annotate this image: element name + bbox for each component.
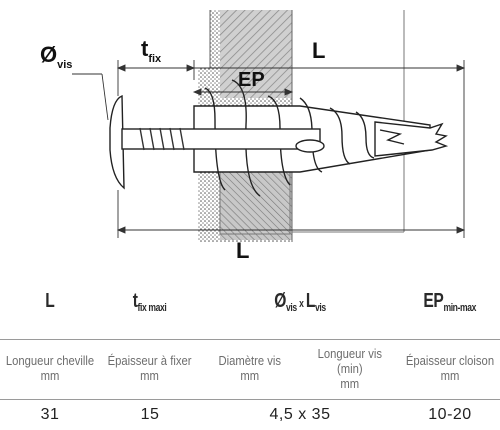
unit-tfix: mm [140,369,160,383]
value-tfix: 15 [140,406,160,423]
desc-ep: Épaisseur cloison [405,354,495,368]
desc-l: Longueur cheville [5,354,95,368]
desc-screw-length-min: (min) [337,361,363,376]
symbol-cell-tfix: tfix maxi [100,290,200,314]
symbol-cell-l: L [0,290,100,313]
symbol-l: L [45,290,55,312]
diameter-label: Øvis [40,42,72,71]
unit-l: mm [40,369,60,383]
l-bottom-label: L [236,238,249,262]
value-cell-l: 31 [0,406,100,424]
l-top-label: L [312,38,325,63]
technical-drawing: Øvis tfix EP L L [40,10,466,262]
unit-ep: mm [440,369,460,383]
symbol-tfix: tfix maxi [133,290,167,314]
screw [109,94,325,190]
anchor-diagram-svg: Øvis tfix EP L L [40,10,466,262]
symbol-cell-ep: EPmin-max [400,290,500,314]
value-diameter-length: 4,5 x 35 [269,406,331,423]
unit-diameter: mm [240,369,260,383]
value-cell-ep: 10-20 [400,406,500,424]
value-ep: 10-20 [428,406,472,423]
value-cell-diameter: 4,5 x 35 [200,406,400,424]
tfix-label: tfix [141,36,162,65]
value-l: 31 [40,406,60,423]
desc-cell-screw-length: Longueur vis(min)mm [300,347,400,393]
dimension-lines [72,60,466,238]
ep-label: EP [238,69,265,91]
symbol-ep: EPmin-max [423,290,477,314]
desc-tfix: Épaisseur à fixer [108,354,192,368]
desc-diameter: Diamètre vis [218,354,282,368]
value-cell-tfix: 15 [100,406,200,424]
unit-screw-length: mm [340,376,360,391]
value-row: 31 15 4,5 x 35 10-20 [0,400,500,430]
desc-screw-length: Longueur vis [317,346,383,361]
